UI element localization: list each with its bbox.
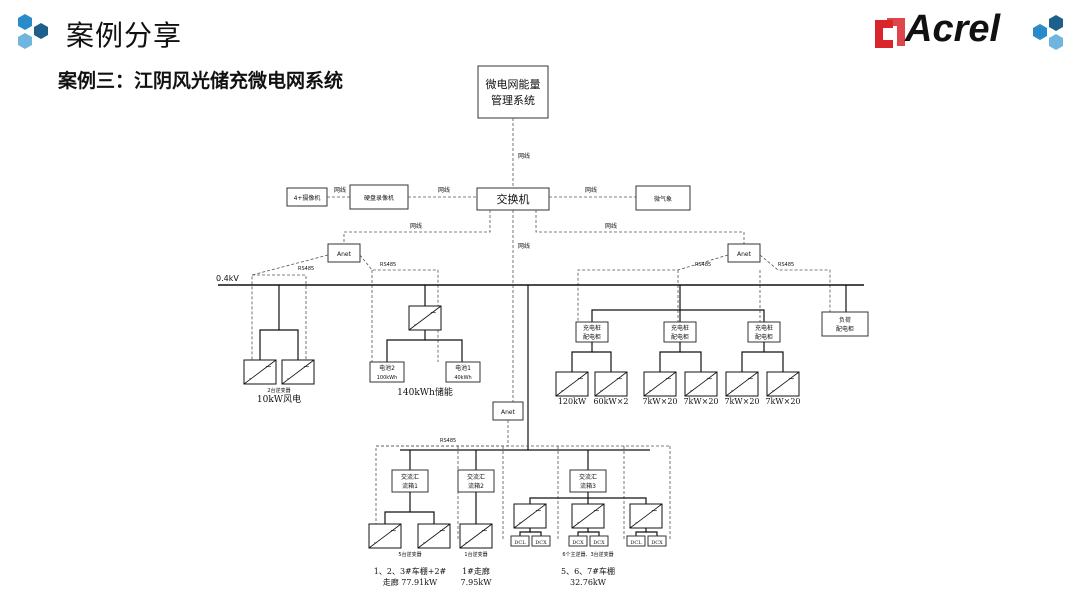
- svg-text:RS485: RS485: [695, 262, 711, 268]
- svg-text:硬盘录像机: 硬盘录像机: [364, 194, 394, 202]
- svg-text:DCL: DCL: [630, 540, 642, 546]
- svg-text:配电柜: 配电柜: [836, 325, 854, 333]
- svg-text:100kWh: 100kWh: [377, 375, 398, 381]
- storage-label: 140kWh储能: [397, 386, 453, 398]
- wind-label: 10kW风电: [257, 393, 301, 405]
- anet-left-node: Anet: [327, 243, 361, 263]
- pv-label: 5、6、7#车棚: [561, 566, 615, 576]
- svg-text:充电桩: 充电桩: [583, 324, 601, 332]
- svg-text:0.4kV: 0.4kV: [216, 274, 239, 283]
- svg-text:网线: 网线: [585, 186, 597, 194]
- case-subtitle: 案例三：江阴风光储充微电网系统: [58, 70, 344, 92]
- svg-text:网线: 网线: [410, 222, 422, 230]
- logo-mark-icon: [875, 18, 905, 48]
- svg-text:微气象: 微气象: [654, 195, 672, 203]
- camera-node: 4+摄像机: [286, 187, 328, 207]
- pv-label: 32.76kW: [570, 578, 607, 587]
- ems-node: 微电网能量 管理系统: [477, 65, 549, 119]
- ac-combiner-3: 交流汇 流箱3: [569, 469, 607, 493]
- pv-label: 1、2、3#车棚+2#: [374, 566, 447, 576]
- dcdc-group: DCL DCX DCX DCX DCL DCX: [510, 535, 667, 547]
- charge-cabinet-1: 充电桩 配电柜: [575, 321, 609, 343]
- svg-text:网线: 网线: [334, 186, 346, 194]
- battery1-node: 电池1 40kWh: [445, 361, 481, 383]
- svg-text:负荷: 负荷: [839, 316, 851, 324]
- svg-text:交流汇: 交流汇: [401, 473, 419, 481]
- svg-text:网线: 网线: [438, 186, 450, 194]
- svg-text:DCX: DCX: [593, 540, 605, 546]
- busbar-0.4kv: 0.4kV: [216, 274, 864, 286]
- charger-label: 7kW×20: [765, 397, 800, 406]
- pv-label: 7.95kW: [461, 578, 493, 587]
- svg-text:4+摄像机: 4+摄像机: [294, 194, 321, 202]
- svg-text:交流汇: 交流汇: [579, 473, 597, 481]
- svg-text:1台逆变器: 1台逆变器: [464, 551, 487, 558]
- charger-label: 7kW×20: [642, 397, 677, 406]
- svg-text:交流汇: 交流汇: [467, 473, 485, 481]
- svg-text:Anet: Anet: [737, 251, 752, 258]
- switch-node: 交换机: [476, 187, 550, 211]
- svg-text:5台逆变器: 5台逆变器: [398, 551, 421, 558]
- link-label: 网线: [518, 152, 530, 160]
- nvr-node: 硬盘录像机: [349, 184, 409, 210]
- svg-text:配电柜: 配电柜: [755, 333, 773, 341]
- pv-label: 走廊 77.91kW: [383, 577, 438, 587]
- svg-text:管理系统: 管理系统: [491, 93, 535, 107]
- svg-text:6个主逆器、3台逆变器: 6个主逆器、3台逆变器: [562, 551, 613, 558]
- battery2-node: 电池2 100kWh: [369, 361, 405, 383]
- svg-text:流箱3: 流箱3: [580, 482, 596, 490]
- load-cabinet-node: 负荷 配电柜: [821, 311, 869, 337]
- svg-text:流箱1: 流箱1: [402, 482, 418, 490]
- wind-inverter-count: 2台逆变器: [267, 387, 290, 394]
- svg-text:配电柜: 配电柜: [671, 333, 689, 341]
- anet-center-node: Anet: [492, 401, 524, 421]
- svg-text:网线: 网线: [518, 242, 530, 250]
- ac-combiner-2: 交流汇 流箱2: [457, 469, 495, 493]
- page-title: 案例分享: [66, 19, 183, 52]
- svg-text:Anet: Anet: [501, 409, 516, 416]
- svg-text:Anet: Anet: [337, 251, 352, 258]
- charger-label: 7kW×20: [724, 397, 759, 406]
- svg-text:微电网能量: 微电网能量: [486, 77, 541, 91]
- pv-label: 1#走廊: [462, 566, 490, 576]
- logo-text: Acrel: [905, 8, 1001, 50]
- svg-text:充电桩: 充电桩: [671, 324, 689, 332]
- svg-text:电池1: 电池1: [455, 364, 471, 372]
- charger-label: 120kW: [558, 397, 587, 406]
- charger-label: 60kW×2: [593, 397, 628, 406]
- anet-right-node: Anet: [727, 243, 761, 263]
- svg-text:网线: 网线: [605, 222, 617, 230]
- svg-text:DCX: DCX: [572, 540, 584, 546]
- logo-hexagon-icon: [1033, 15, 1063, 50]
- ac-combiner-1: 交流汇 流箱1: [391, 469, 429, 493]
- svg-text:充电桩: 充电桩: [755, 324, 773, 332]
- svg-text:DCX: DCX: [535, 540, 547, 546]
- svg-text:DCX: DCX: [651, 540, 663, 546]
- svg-text:RS485: RS485: [778, 262, 794, 268]
- svg-text:流箱2: 流箱2: [468, 482, 484, 490]
- svg-text:交换机: 交换机: [497, 192, 530, 206]
- charge-cabinet-3: 充电桩 配电柜: [747, 321, 781, 343]
- charger-label: 7kW×20: [683, 397, 718, 406]
- svg-text:RS485: RS485: [298, 266, 314, 272]
- header-hexagon-icon: [18, 14, 48, 49]
- svg-text:40kWh: 40kWh: [454, 375, 471, 381]
- weather-station-node: 微气象: [635, 185, 691, 211]
- svg-text:RS485: RS485: [440, 438, 456, 444]
- svg-text:DCL: DCL: [514, 540, 526, 546]
- svg-text:RS485: RS485: [380, 262, 396, 268]
- svg-text:电池2: 电池2: [379, 364, 395, 372]
- charge-cabinet-2: 充电桩 配电柜: [663, 321, 697, 343]
- svg-text:配电柜: 配电柜: [583, 333, 601, 341]
